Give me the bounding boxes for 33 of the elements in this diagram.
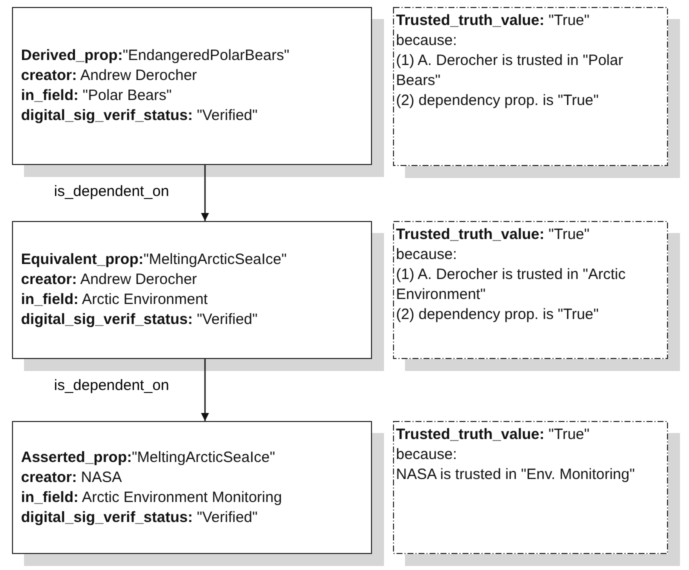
text-line: in_field: Arctic Environment Monitoring: [21, 488, 283, 508]
text-line: Asserted_prop:"MeltingArcticSeaIce": [21, 448, 276, 468]
text-line: (2) dependency prop. is "True": [396, 91, 600, 111]
arrow: [201, 359, 209, 421]
text-line: creator: Andrew Derocher: [21, 270, 198, 290]
text-line: digital_sig_verif_status: "Verified": [21, 106, 259, 126]
text-line: in_field: "Polar Bears": [21, 86, 173, 106]
text-line: creator: NASA: [21, 468, 123, 488]
text-line: creator: Andrew Derocher: [21, 66, 198, 86]
truth-value-note: [393, 7, 668, 166]
truth-value-note: [393, 421, 668, 554]
text-line: because:: [396, 31, 458, 51]
proposition-box: [12, 221, 372, 359]
text-line: because:: [396, 445, 458, 465]
edge-label: is_dependent_on: [52, 377, 172, 395]
text-line: Trusted_truth_value: "True": [396, 11, 590, 31]
proposition-box: [12, 421, 372, 554]
text-line: NASA is trusted in "Env. Monitoring": [396, 465, 636, 485]
text-line: (1) A. Derocher is trusted in "Polar Bears": [396, 51, 624, 91]
text-line: Trusted_truth_value: "True": [396, 225, 590, 245]
arrow: [201, 165, 209, 221]
text-line: because:: [396, 245, 458, 265]
text-line: Equivalent_prop:"MeltingArcticSeaIce": [21, 250, 288, 270]
edge-label: is_dependent_on: [52, 183, 172, 201]
text-line: digital_sig_verif_status: "Verified": [21, 310, 259, 330]
text-line: digital_sig_verif_status: "Verified": [21, 508, 259, 528]
text-line: Derived_prop:"EndangeredPolarBears": [21, 46, 290, 66]
truth-value-note: [393, 221, 668, 359]
text-line: (1) A. Derocher is trusted in "Arctic Environment": [396, 265, 627, 305]
proposition-box: [12, 7, 372, 165]
text-line: (2) dependency prop. is "True": [396, 305, 600, 325]
text-line: in_field: Arctic Environment: [21, 290, 209, 310]
text-line: Trusted_truth_value: "True": [396, 425, 590, 445]
